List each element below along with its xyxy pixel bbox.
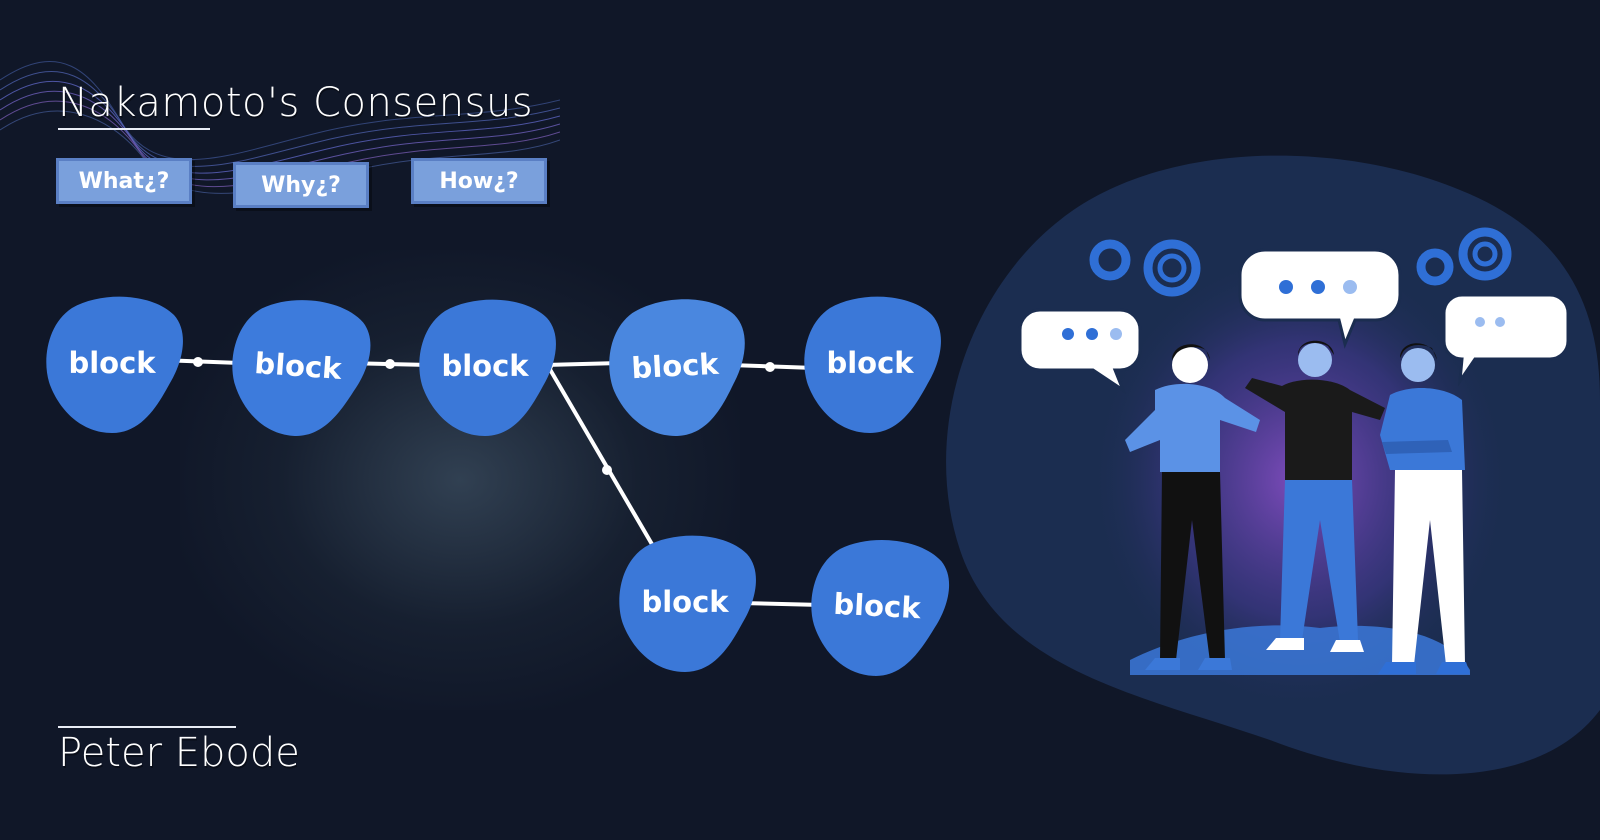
block-5: block (804, 296, 941, 433)
connector-3-4 (544, 361, 621, 367)
person-left (1125, 344, 1260, 670)
block-6: block (619, 535, 756, 672)
connector-node (193, 357, 203, 367)
gear-icon (1416, 227, 1512, 286)
connector-node (602, 465, 612, 475)
connector-6-7 (739, 601, 823, 607)
gear-icon (1089, 239, 1201, 297)
blockchain-diagram: block block block block block block bloc… (46, 295, 952, 680)
author-name: Peter Ebode (58, 730, 300, 776)
what-button[interactable]: What¿? (56, 158, 192, 204)
block-7: block (807, 536, 952, 680)
how-button[interactable]: How¿? (411, 158, 547, 204)
team-discussion-illustration (946, 155, 1600, 775)
block-4: block (605, 296, 750, 440)
author-overline (58, 726, 236, 728)
page-title: Nakamoto's Consensus (58, 80, 534, 126)
block-label: block (631, 347, 720, 386)
block-label: block (641, 585, 729, 619)
connector-node (385, 359, 395, 369)
person-middle (1245, 340, 1385, 652)
block-2: block (227, 295, 374, 441)
title-underline (58, 128, 210, 130)
block-label: block (441, 349, 529, 383)
connector-fork (546, 364, 662, 560)
speech-bubble-icon (1018, 308, 1142, 394)
block-3: block (419, 299, 556, 436)
person-right (1378, 343, 1470, 674)
block-label: block (253, 346, 343, 386)
speech-bubble-icon (1442, 293, 1570, 387)
connector-node (765, 362, 775, 372)
block-label: block (826, 346, 914, 380)
why-button[interactable]: Why¿? (233, 162, 369, 208)
block-1: block (46, 296, 183, 433)
block-label: block (833, 587, 922, 626)
block-label: block (68, 346, 156, 380)
speech-bubble-icon (1238, 248, 1402, 349)
